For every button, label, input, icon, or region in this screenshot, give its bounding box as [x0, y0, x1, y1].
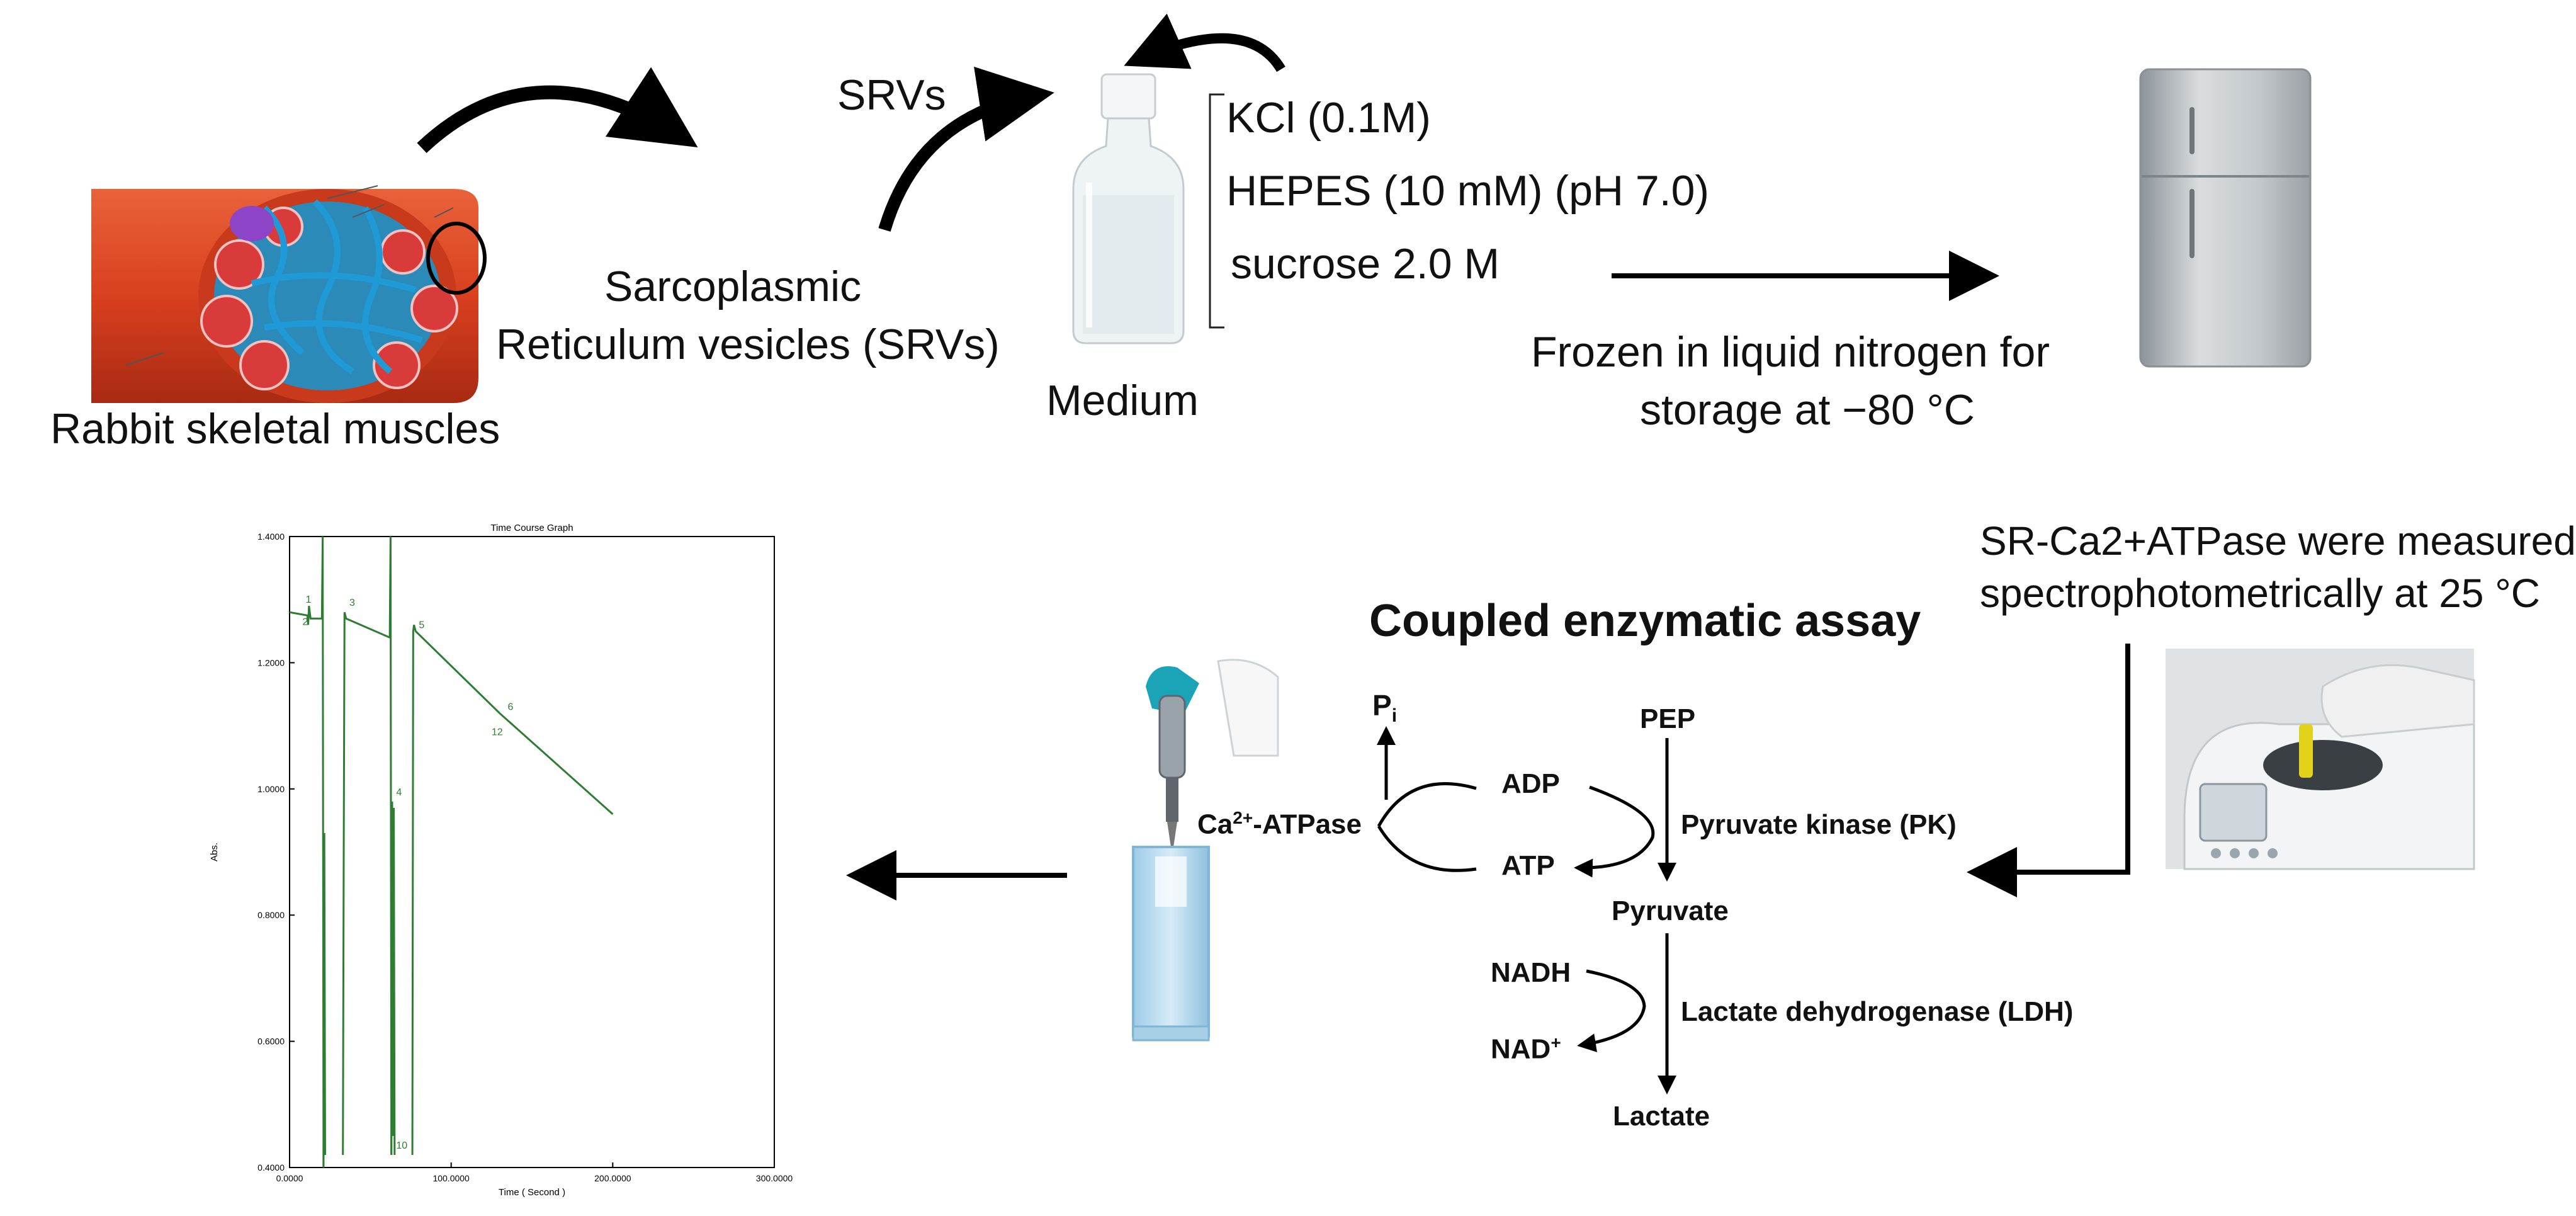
arrow-from-spectrophotometer — [1967, 644, 2130, 897]
measured-label-line2: spectrophotometrically at 25 °C — [1980, 571, 2540, 616]
y-tick-label: 1.4000 — [257, 531, 285, 542]
chart-title: Time Course Graph — [490, 523, 573, 533]
measured-label-line1: SR-Ca2+ATPase were measured — [1980, 518, 2576, 564]
scheme-pep: PEP — [1640, 703, 1696, 734]
trace-event-marker: 12 — [492, 727, 503, 738]
chart-ylabel: Abs. — [209, 843, 220, 861]
scheme-pyruvate: Pyruvate — [1612, 895, 1729, 926]
curved-arrow-muscle-to-srv — [417, 67, 698, 154]
components-bracket — [1209, 93, 1224, 329]
absorbance-trace-segment — [289, 536, 325, 1168]
freezer-illustration — [2139, 68, 2312, 368]
time-course-chart: 0.4000 0.6000 0.8000 1.0000 1.2000 1.4000 0.00… — [209, 523, 793, 1198]
curved-arrow-medium-loop — [1124, 13, 1285, 72]
assay-scheme-arrows — [1377, 726, 1676, 1094]
x-tick-label: 100.0000 — [432, 1173, 470, 1183]
y-tick-label: 1.0000 — [257, 784, 285, 794]
y-tick-label: 0.8000 — [257, 910, 285, 920]
x-tick-label: 200.0000 — [594, 1173, 631, 1183]
trace-event-marker: 1 — [306, 594, 312, 605]
absorbance-trace-segment — [411, 624, 614, 1155]
scheme-ca-atpase: Ca2+-ATPase — [1197, 808, 1362, 840]
medium-component-kcl: KCl (0.1M) — [1226, 94, 1431, 142]
trace-event-marker: 3 — [349, 598, 355, 608]
srv-label-line2: Reticulum vesicles (SRVs) — [496, 321, 1000, 368]
freeze-label-line1: Frozen in liquid nitrogen for — [1531, 328, 2050, 376]
trace-event-marker: 10 — [396, 1140, 407, 1151]
scheme-adp: ADP — [1501, 768, 1560, 799]
absorbance-trace-segment — [342, 536, 393, 1155]
trace-event-marker: 5 — [419, 620, 424, 630]
y-tick-label: 1.2000 — [257, 657, 285, 668]
y-tick-label: 0.4000 — [257, 1162, 285, 1173]
assay-title: Coupled enzymatic assay — [1369, 596, 1921, 646]
absorbance-trace-segment — [322, 832, 326, 1168]
scheme-pyruvate-kinase: Pyruvate kinase (PK) — [1681, 809, 1957, 840]
muscle-illustration — [91, 185, 487, 403]
medium-component-hepes: HEPES (10 mM) (pH 7.0) — [1226, 167, 1710, 215]
srvs-arrow-label: SRVs — [837, 71, 946, 119]
trace-event-marker: 2 — [303, 617, 308, 627]
medium-bottle — [1072, 73, 1185, 344]
scheme-nad: NAD+ — [1491, 1033, 1561, 1065]
spectrophotometer-illustration — [2166, 649, 2475, 870]
scheme-lactate-dehydrogenase: Lactate dehydrogenase (LDH) — [1681, 996, 2074, 1027]
chart-xlabel: Time ( Second ) — [499, 1187, 565, 1198]
chart-frame — [289, 536, 775, 1168]
srv-label-line1: Sarcoplasmic — [604, 263, 862, 310]
x-tick-label: 0.0000 — [276, 1173, 303, 1183]
muscle-label: Rabbit skeletal muscles — [50, 405, 500, 453]
y-tick-label: 0.6000 — [257, 1037, 285, 1047]
curved-arrow-srv-to-medium — [878, 66, 1054, 232]
freeze-label-line2: storage at −80 °C — [1640, 386, 1975, 434]
trace-event-marker: 6 — [508, 702, 514, 713]
scheme-pi: Pi — [1372, 689, 1398, 727]
scheme-nadh: NADH — [1491, 957, 1571, 988]
trace-event-marker: 4 — [396, 787, 402, 798]
medium-label: Medium — [1046, 377, 1199, 424]
x-tick-label: 300.0000 — [756, 1173, 793, 1183]
pipette-cuvette-illustration — [1132, 659, 1279, 1042]
scheme-atp: ATP — [1501, 850, 1555, 881]
absorbance-trace-segment — [390, 801, 396, 1155]
medium-component-sucrose: sucrose 2.0 M — [1231, 240, 1500, 288]
scheme-lactate: Lactate — [1613, 1101, 1710, 1132]
